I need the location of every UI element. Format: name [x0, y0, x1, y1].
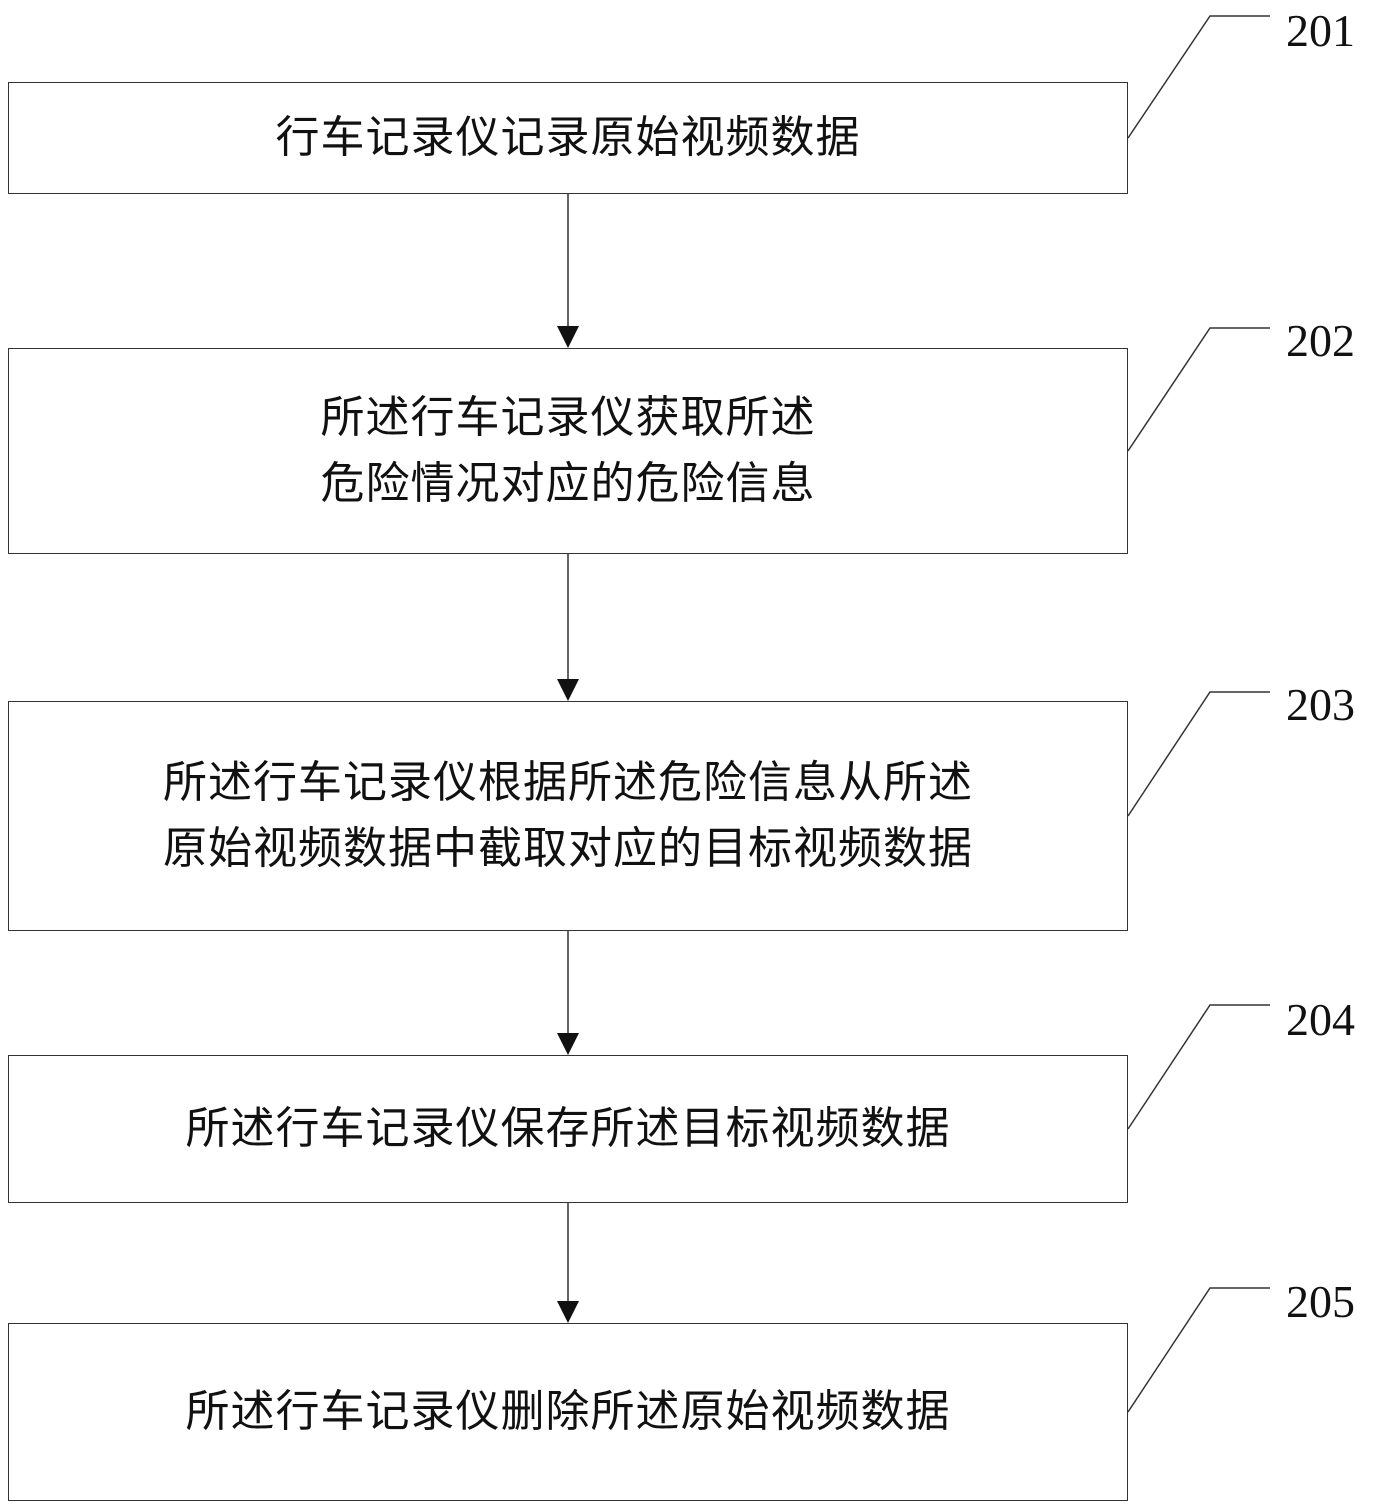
arrowhead-202 — [557, 326, 579, 348]
step-box-203: 所述行车记录仪根据所述危险信息从所述 原始视频数据中截取对应的目标视频数据 — [8, 701, 1128, 931]
leader-line-203 — [1127, 691, 1270, 817]
step-label-201: 201 — [1286, 5, 1355, 56]
step-text-204: 所述行车记录仪保存所述目标视频数据 — [185, 1103, 951, 1154]
step-text-205: 所述行车记录仪删除所述原始视频数据 — [185, 1386, 951, 1437]
step-text-202: 所述行车记录仪获取所述 危险情况对应的危险信息 — [320, 392, 816, 509]
step-label-202: 202 — [1286, 315, 1355, 366]
arrowhead-205 — [557, 1301, 579, 1323]
leader-line-202 — [1127, 327, 1270, 452]
step-label-204: 204 — [1286, 994, 1355, 1045]
leader-line-201 — [1127, 15, 1270, 139]
step-box-204: 所述行车记录仪保存所述目标视频数据 — [8, 1055, 1128, 1203]
step-box-205: 所述行车记录仪删除所述原始视频数据 — [8, 1323, 1128, 1501]
step-box-201: 行车记录仪记录原始视频数据 — [8, 82, 1128, 194]
leader-line-204 — [1127, 1004, 1270, 1130]
leader-line-205 — [1127, 1287, 1270, 1413]
step-text-201: 行车记录仪记录原始视频数据 — [275, 112, 861, 163]
step-text-203: 所述行车记录仪根据所述危险信息从所述 原始视频数据中截取对应的目标视频数据 — [163, 757, 973, 874]
arrowhead-204 — [557, 1033, 579, 1055]
step-label-205: 205 — [1286, 1276, 1355, 1327]
step-box-202: 所述行车记录仪获取所述 危险情况对应的危险信息 — [8, 348, 1128, 554]
step-label-203: 203 — [1286, 679, 1355, 730]
arrowhead-203 — [557, 679, 579, 701]
